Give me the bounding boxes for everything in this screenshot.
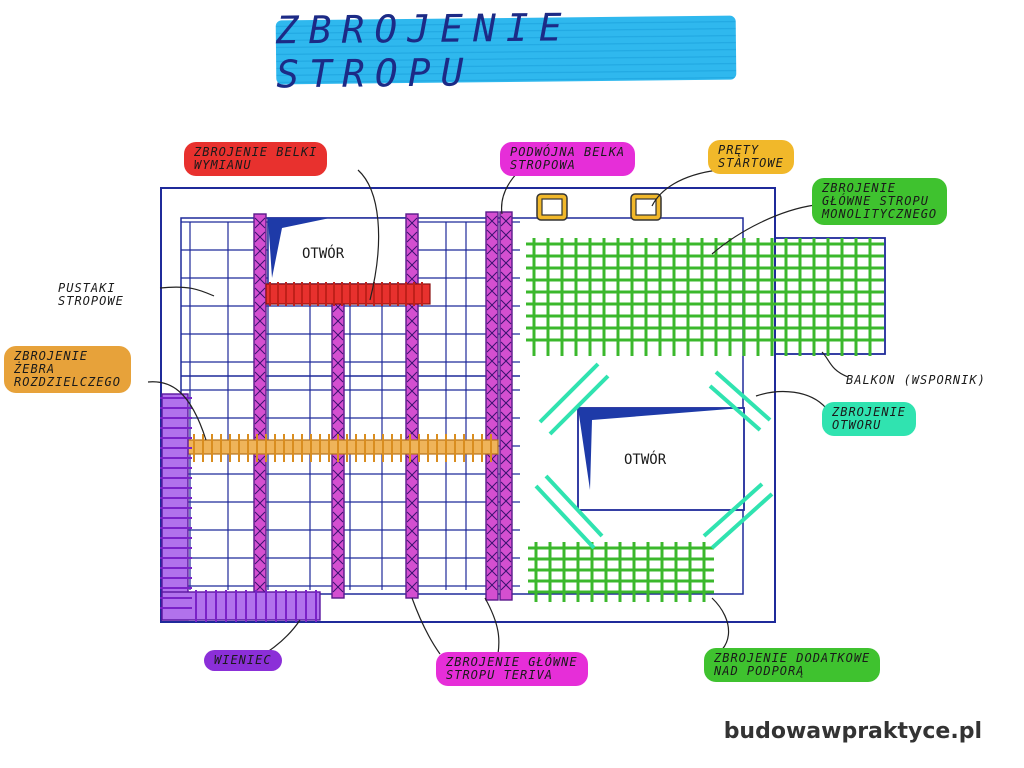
opening-reinforcement-bars (534, 362, 774, 550)
label-monolithic-mesh: ZBROJENIE GŁÓWNE STROPU MONOLITYCZNEGO (812, 178, 948, 225)
slab-outline (160, 187, 776, 623)
label-distribution-rib: ZBROJENIE ŻEBRA ROZDZIELCZEGO (4, 346, 131, 393)
monolithic-main-mesh (526, 238, 884, 356)
page-title: ZBROJENIE STROPU (275, 5, 572, 97)
opening-2 (577, 407, 745, 511)
support-additional-mesh (528, 542, 714, 602)
label-double-beam: PODWÓJNA BELKA STROPOWA (500, 142, 636, 176)
ring-beam-reinforcement (160, 393, 321, 622)
balcony-outline (774, 237, 886, 355)
trimmer-beam-reinforcement (265, 282, 431, 306)
starter-bars (536, 193, 662, 221)
label-support-mesh: ZBROJENIE DODATKOWE NAD PODPORĄ (704, 648, 881, 682)
opening-2-label: OTWÓR (624, 450, 667, 468)
opening-1 (267, 217, 411, 285)
label-hollow-blocks: PUSTAKI STROPOWE (58, 281, 124, 308)
label-teriva-main: ZBROJENIE GŁÓWNE STROPU TERIVA (436, 652, 588, 686)
title-banner: ZBROJENIE STROPU (275, 5, 737, 97)
label-starter-bars: PRĘTY STARTOWE (708, 140, 794, 174)
teriva-ribs (253, 211, 513, 601)
label-ring-beam: WIENIEC (204, 650, 282, 671)
label-balcony: BALKON (WSPORNIK) (846, 373, 986, 387)
watermark-logo: budowawpraktyce.pl (723, 719, 982, 744)
label-trimmer-beam: ZBROJENIE BELKI WYMIANU (184, 142, 328, 176)
label-opening-reinforcement: ZBROJENIE OTWORU (822, 402, 917, 436)
opening-1-label: OTWÓR (302, 244, 345, 262)
